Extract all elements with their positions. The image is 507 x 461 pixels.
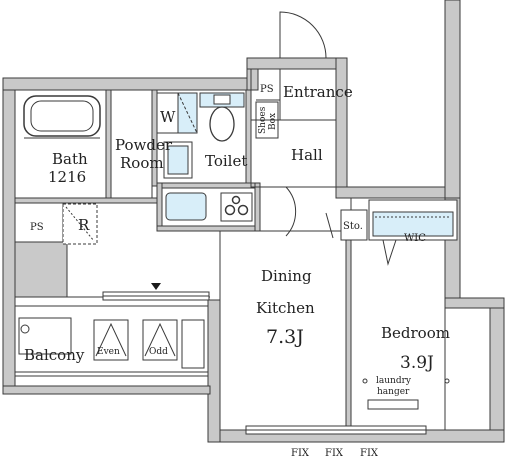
wic-label: WIC	[404, 233, 426, 244]
toilet-label: Toilet	[205, 152, 247, 170]
arrow-down-icon	[151, 283, 161, 290]
storage-wic	[325, 199, 458, 266]
balcony-details	[15, 317, 208, 377]
laundry-label: laundry	[376, 376, 412, 386]
powder-sink	[163, 141, 193, 179]
hall-label: Hall	[291, 146, 323, 164]
dining-label: Dining	[261, 267, 312, 285]
entrance-label: Entrance	[283, 83, 353, 101]
bathtub	[23, 95, 101, 139]
bedroom-size: 3.9J	[400, 353, 434, 373]
laundry-hanger	[362, 378, 450, 410]
even-label: Even	[97, 347, 120, 357]
washer-label: W	[160, 108, 176, 126]
ps-top-label: PS	[260, 84, 274, 95]
shoes-box-label-1: Shoes	[258, 106, 268, 134]
shoes-box-label-2: Box	[268, 113, 278, 130]
powder-room-label-1: Powder	[115, 136, 173, 154]
powder-room-label-2: Room	[120, 154, 164, 172]
bedroom-label: Bedroom	[381, 324, 450, 342]
fix-label-2: FIX	[325, 448, 344, 459]
refrigerator	[62, 203, 98, 245]
hanger-label: hanger	[377, 387, 410, 397]
windows	[102, 291, 427, 435]
bath-size-label: 1216	[48, 168, 86, 186]
entrance-door	[279, 11, 327, 237]
bath-label: Bath	[52, 150, 88, 168]
toilet-fixture	[199, 92, 245, 142]
storage-label: Sto.	[343, 221, 363, 232]
dining-kitchen-size: 7.3J	[266, 326, 304, 348]
fix-label-3: FIX	[360, 448, 379, 459]
odd-label: Odd	[149, 347, 168, 357]
refrigerator-label: R	[78, 216, 90, 234]
kitchen-counter	[161, 187, 256, 227]
fix-label-1: FIX	[291, 448, 310, 459]
ps-left-label: PS	[30, 222, 44, 233]
balcony-label: Balcony	[24, 346, 85, 364]
washer	[156, 92, 198, 134]
kitchen-label: Kitchen	[256, 299, 315, 317]
